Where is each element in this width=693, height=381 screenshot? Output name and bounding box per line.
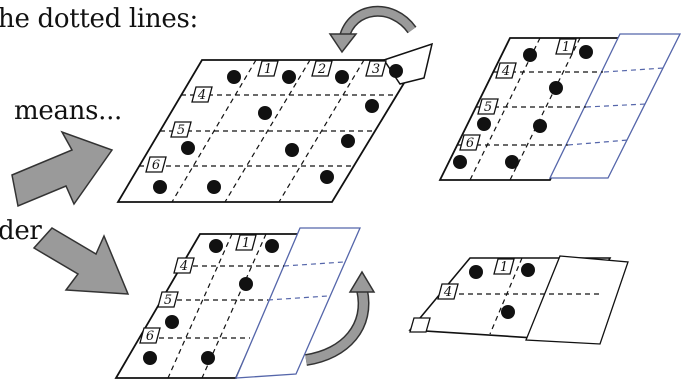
label-6-panel-a: 6	[152, 158, 160, 173]
means-caption: means...	[14, 96, 123, 126]
grid-panel-final	[408, 255, 629, 345]
label-5-panel-b: 5	[484, 100, 492, 115]
label-2-panel-a: 2	[317, 62, 326, 77]
label-4-panel-b: 4	[501, 64, 510, 79]
right-arrow-upper	[11, 130, 114, 208]
grid-panel-folded-twice	[114, 227, 361, 379]
heading-caption: he dotted lines:	[0, 4, 198, 34]
label-5-panel-c: 5	[164, 293, 172, 308]
label-4-panel-c: 4	[179, 259, 188, 274]
label-6-panel-b: 6	[466, 136, 474, 151]
label-1-panel-b: 1	[562, 40, 570, 55]
label-1-panel-d: 1	[500, 260, 508, 275]
right-arrow-lower	[32, 227, 130, 295]
grid-panel-full	[116, 42, 434, 203]
label-4-panel-d: 4	[443, 285, 452, 300]
label-3-panel-a: 3	[372, 62, 380, 77]
label-6-panel-c: 6	[146, 329, 154, 344]
grid-panel-folded-once	[438, 33, 682, 181]
label-5-panel-a: 5	[177, 123, 185, 138]
label-1-panel-c: 1	[242, 236, 250, 251]
der-caption: der	[0, 216, 42, 246]
label-4-panel-a: 4	[197, 88, 206, 103]
label-1-panel-a: 1	[264, 62, 272, 77]
